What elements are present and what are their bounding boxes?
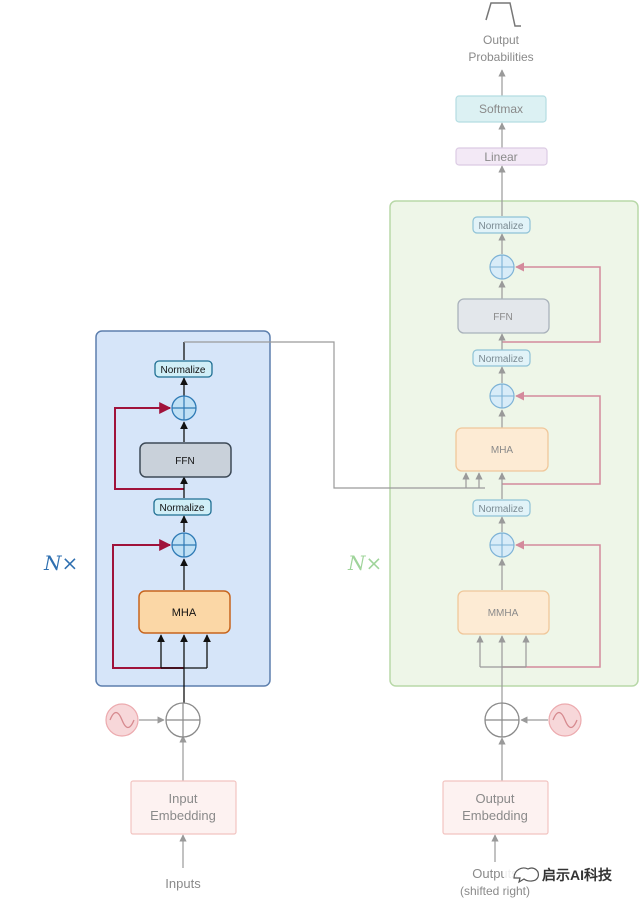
encoder-residual-arrow-lower (112, 539, 184, 669)
input-embedding-label-line1: Input (169, 791, 198, 806)
sine-wave-icon (552, 711, 578, 729)
softmax-label: Softmax (479, 102, 523, 116)
encoder-ffn-label: FFN (175, 456, 194, 467)
encoder-residual-arrow-upper (114, 402, 184, 490)
wechat-icon (513, 867, 539, 884)
decoder-ffn-box (457, 298, 550, 334)
decoder-repeat-label: N× (347, 551, 382, 575)
output-embedding-box (442, 780, 549, 835)
watermark-text: 启示AI科技 (542, 867, 613, 883)
decoder-mha-label: MHA (491, 445, 514, 456)
input-embedding-label-line2: Embedding (150, 808, 216, 823)
decoder-normalize-middle-label: Normalize (478, 354, 523, 365)
decoder-residual-arrow-lower (502, 540, 601, 668)
sine-wave-icon (109, 711, 135, 729)
decoder-ffn-label: FFN (493, 312, 512, 323)
output-probabilities-label-line2: Probabilities (468, 50, 533, 64)
decoder-mmha-label: MMHA (488, 608, 519, 619)
decoder-residual-arrow-upper (502, 262, 601, 343)
decoder-normalize-top-label: Normalize (478, 221, 523, 232)
encoder-to-decoder-connection (184, 341, 485, 489)
output-embedding-label-line2: Embedding (462, 808, 528, 823)
decoder-normalize-bottom-box (472, 499, 531, 517)
encoder-repeat-label: N× (43, 551, 78, 575)
decoder-normalize-bottom-label: Normalize (478, 504, 523, 515)
encoder-mha-label: MHA (172, 607, 197, 619)
output-probabilities-label-line1: Output (483, 33, 520, 47)
encoder-normalize-bottom-box (153, 498, 212, 516)
encoder-normalize-top-label: Normalize (160, 365, 205, 376)
output-embedding-label-line1: Output (475, 791, 514, 806)
softmax-box (455, 95, 547, 123)
watermark: 启示AI科技 (504, 860, 630, 886)
outputs-label-line2: (shifted right) (460, 884, 530, 898)
input-embedding-box (130, 780, 237, 835)
decoder-normalize-top-box (472, 216, 531, 234)
decoder-mmha-box (457, 590, 550, 635)
encoder-mha-box (138, 590, 231, 634)
linear-label: Linear (484, 150, 517, 164)
decoder-mha-box (455, 427, 549, 472)
decoder-residual-arrow-middle (502, 391, 601, 485)
inputs-label: Inputs (165, 876, 201, 891)
encoder-ffn-box (139, 442, 232, 478)
linear-box (455, 147, 548, 166)
decoder-normalize-middle-box (472, 349, 531, 367)
encoder-normalize-bottom-label: Normalize (159, 503, 204, 514)
encoder-normalize-top-box (154, 360, 213, 378)
probability-distribution-icon (485, 2, 521, 27)
